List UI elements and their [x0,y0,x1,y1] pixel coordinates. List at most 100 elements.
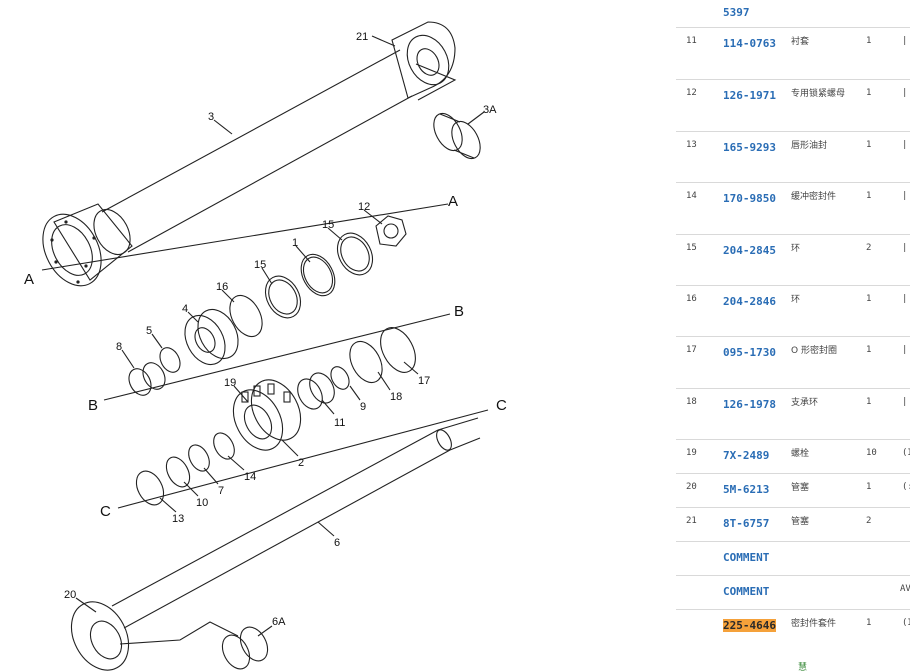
part-number-link-highlighted[interactable]: 225-4646 [723,617,779,634]
part-qty: 1 [866,345,872,355]
section-letter-b-left: B [88,397,98,414]
row-index: 16 [686,294,697,304]
row-index: 20 [686,482,697,492]
part-qty: 1 [866,191,872,201]
comment-row: COMMENT [676,542,910,576]
part-qty: 1 [866,36,872,46]
parts-row: 19 7X-2489 螺栓 10 (I [676,440,910,474]
part-name: O 形密封圈 [791,346,837,356]
callout-1: 1 [292,237,298,249]
section-letter-c-right: C [496,397,507,414]
callout-8: 8 [116,341,122,353]
comment-link[interactable]: COMMENT [723,585,770,598]
part-qty: 10 [866,448,877,458]
section-letter-c-left: C [100,503,111,520]
part-number-link[interactable]: 204-2846 [723,295,776,308]
part-number-link[interactable]: 126-1978 [723,398,776,411]
part-remark: | [902,88,908,98]
part-name: 螺栓 [791,449,810,459]
part-name: 环 [791,244,801,254]
callout-15-upper: 15 [322,219,334,231]
part-number-link[interactable]: 165-9293 [723,141,776,154]
parts-row: 15 204-2845 环 2 | [676,235,910,286]
parts-row: 5397 [676,0,910,28]
callout-7: 7 [218,485,224,497]
callout-11: 11 [334,417,345,429]
part-qty: 1 [866,482,872,492]
part-number-link[interactable]: 170-9850 [723,192,776,205]
callout-2: 2 [298,457,304,469]
callout-21: 21 [356,31,368,43]
callout-6: 6 [334,537,340,549]
part-number-link[interactable]: 8T-6757 [723,517,770,530]
part-qty: 2 [866,516,872,526]
part-remark: | [902,36,908,46]
parts-row: 21 8T-6757 管塞 2 [676,508,910,542]
part-number-link[interactable]: 126-1971 [723,89,776,102]
section-letter-a-left: A [24,271,34,288]
part-name: 环 [791,295,801,305]
part-number-link[interactable]: 095-1730 [723,346,776,359]
exploded-parts-diagram: A A B B C C 21 3 3A 12 15 1 15 16 4 5 8 … [24,21,507,671]
part-name: 支承环 [791,398,819,408]
part-remark: | [902,294,908,304]
part-remark: | [902,397,908,407]
part-qty: 1 [866,618,872,628]
logo-icon: 慧 [798,663,808,672]
part-name: 密封件套件 [791,619,837,629]
part-name: 专用锁紧螺母 [791,89,846,99]
callout-17: 17 [418,375,430,387]
part-remark: | [902,345,908,355]
part-qty: 1 [866,294,872,304]
parts-row: 18 126-1978 支承环 1 | [676,389,910,440]
callout-20: 20 [64,589,76,601]
cylinder-exploded-view: A A B B C C 21 3 3A 12 15 1 15 16 4 5 8 … [24,21,507,671]
parts-row: 16 204-2846 环 1 | [676,286,910,337]
callout-5: 5 [146,325,152,337]
callout-12: 12 [358,201,370,213]
parts-row: 11 114-0763 衬套 1 | [676,28,910,80]
callout-18: 18 [390,391,402,403]
part-name: 缓冲密封件 [791,192,837,202]
part-qty: 1 [866,397,872,407]
callout-15-lower: 15 [254,259,266,271]
section-letter-b-right: B [454,303,464,320]
part-name: 唇形油封 [791,141,828,151]
callout-4: 4 [182,303,188,315]
part-remark: | [902,140,908,150]
part-number-link[interactable]: 204-2845 [723,244,776,257]
callout-19: 19 [224,377,236,389]
callout-14: 14 [244,471,256,483]
part-name: 管塞 [791,517,810,527]
part-number-link[interactable]: 5397 [723,6,750,19]
part-name: 管塞 [791,483,810,493]
row-index: 18 [686,397,697,407]
part-remark: (I [902,618,910,628]
parts-row: 12 126-1971 专用锁紧螺母 1 | [676,80,910,132]
part-number-link[interactable]: 114-0763 [723,37,776,50]
row-index: 11 [686,36,697,46]
parts-row: 13 165-9293 唇形油封 1 | [676,132,910,183]
part-remark: (: [902,482,910,492]
callout-6a: 6A [272,616,286,628]
row-index: 14 [686,191,697,201]
row-index: 19 [686,448,697,458]
callout-3: 3 [208,111,214,123]
callout-16: 16 [216,281,228,293]
parts-row: 14 170-9850 缓冲密封件 1 | [676,183,910,235]
callout-9: 9 [360,401,366,413]
row-index: 12 [686,88,697,98]
part-number-link[interactable]: 7X-2489 [723,449,770,462]
callout-10: 10 [196,497,208,509]
comment-link[interactable]: COMMENT [723,551,770,564]
part-remark: | [902,243,908,253]
callout-3a: 3A [483,104,497,116]
comment-row: COMMENT AV [676,576,910,610]
parts-row-highlighted: 225-4646 密封件套件 1 (I [676,610,910,672]
part-qty: 2 [866,243,872,253]
footer-logo: 慧 [798,660,910,672]
part-remark: AV [900,584,910,594]
parts-list-panel: 5397 11 114-0763 衬套 1 | 12 126-1971 专用锁紧… [676,0,910,672]
part-number-link[interactable]: 5M-6213 [723,483,770,496]
parts-row: 20 5M-6213 管塞 1 (: [676,474,910,508]
